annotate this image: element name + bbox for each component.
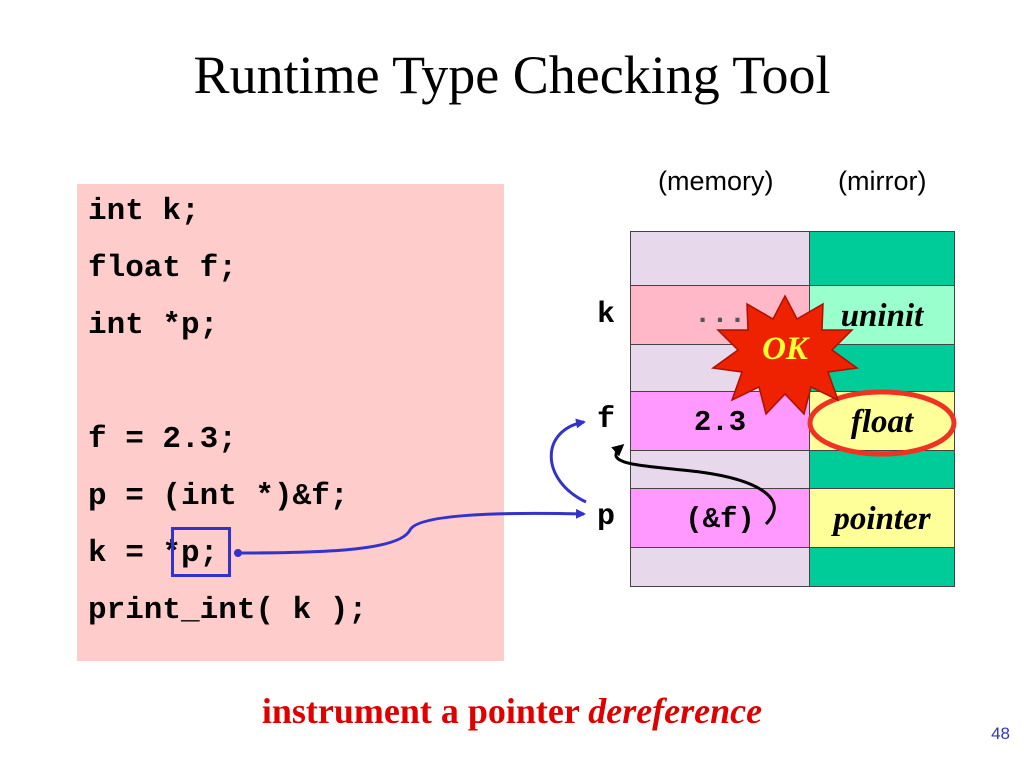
pointer-label-arrow <box>549 418 587 504</box>
memory-p-value: (&f) <box>685 503 755 536</box>
memory-k-value: ... <box>693 298 747 331</box>
memory-f-value: 2.3 <box>693 406 747 439</box>
code-panel <box>77 184 504 661</box>
mirror-cell-p: pointer <box>809 488 955 548</box>
caption-emphasis: dereference <box>588 691 763 731</box>
code-line-5: f = 2.3; <box>88 422 237 457</box>
mirror-p-type: pointer <box>833 501 931 537</box>
slide-title: Runtime Type Checking Tool <box>193 45 831 105</box>
page-number: 48 <box>991 724 1010 743</box>
memory-column-header: (memory) <box>658 166 774 196</box>
mirror-f-type: float <box>850 404 914 440</box>
memory-cell-p: (&f) <box>630 488 810 548</box>
mirror-cell-bottom <box>809 547 955 587</box>
pointer-value-arrow <box>611 444 776 526</box>
mirror-column-header: (mirror) <box>838 166 927 196</box>
mirror-k-type: uninit <box>840 298 924 334</box>
code-line-6: p = (int *)&f; <box>88 479 349 514</box>
ok-callout-text: OK <box>762 331 808 367</box>
mirror-cell-k: uninit <box>809 285 955 345</box>
float-highlight-ellipse <box>807 389 957 457</box>
code-line-8: print_int( k ); <box>88 593 368 628</box>
code-line-3: int *p; <box>88 308 219 343</box>
deref-arrow <box>237 508 586 555</box>
caption-plain: instrument a pointer <box>261 691 589 731</box>
ok-burst-shape <box>711 294 859 416</box>
deref-arrow-start-dot <box>234 549 242 557</box>
memory-cell-bottom <box>630 547 810 587</box>
slide-caption: instrument a pointer dereference <box>0 690 1024 732</box>
var-label-f: f <box>597 403 616 437</box>
var-label-p: p <box>597 500 616 534</box>
code-line-1: int k; <box>88 194 200 229</box>
deref-highlight-box <box>171 527 231 577</box>
code-line-2: float f; <box>88 251 237 286</box>
var-label-k: k <box>597 298 616 332</box>
memory-cell-f: 2.3 <box>630 391 810 451</box>
